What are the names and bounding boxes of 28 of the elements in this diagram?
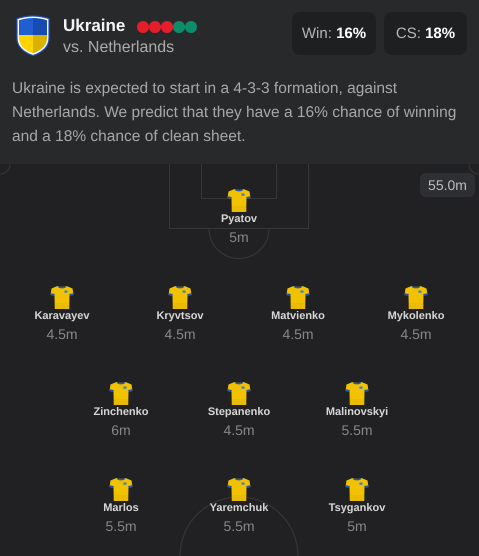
player-name: Kryvtsov [156, 309, 204, 323]
player-name: Karavayev [34, 309, 90, 323]
team-title: Ukraine [63, 15, 126, 37]
player-name: Pyatov [220, 212, 258, 226]
player-name: Yaremchuk [210, 501, 268, 515]
player-price: 5.5m [105, 517, 137, 535]
stat-badge: Win: 16% [292, 12, 376, 55]
player-name: Matvienko [271, 309, 325, 323]
player-price: 5m [229, 228, 249, 246]
player-price: 6m [111, 421, 131, 439]
prediction-paragraph: Ukraine is expected to start in a 4-3-3 formation, against Netherlands. We predict that they have a 16% chance of winning and a 18% chance of clean sheet. [12, 79, 458, 147]
player-price: 4.5m [46, 325, 78, 343]
player-price: 5m [347, 517, 367, 535]
player-price: 4.5m [400, 325, 432, 343]
player-price: 4.5m [282, 325, 314, 343]
player-price: 5.5m [341, 421, 373, 439]
player-name: Tsygankov [328, 501, 386, 515]
player-name: Zinchenko [93, 405, 148, 419]
player-name: Malinovskyi [326, 405, 388, 419]
stat-badge: CS: 18% [384, 12, 467, 55]
distance-badge: 55.0m [420, 173, 475, 197]
player-price: 4.5m [164, 325, 196, 343]
player-name: Stepanenko [208, 405, 270, 419]
player-name: Mykolenko [388, 309, 444, 323]
player-name: Marlos [103, 501, 139, 515]
player-price: 5.5m [223, 517, 255, 535]
opponent-subtitle: vs. Netherlands [63, 38, 174, 58]
player-price: 4.5m [223, 421, 255, 439]
